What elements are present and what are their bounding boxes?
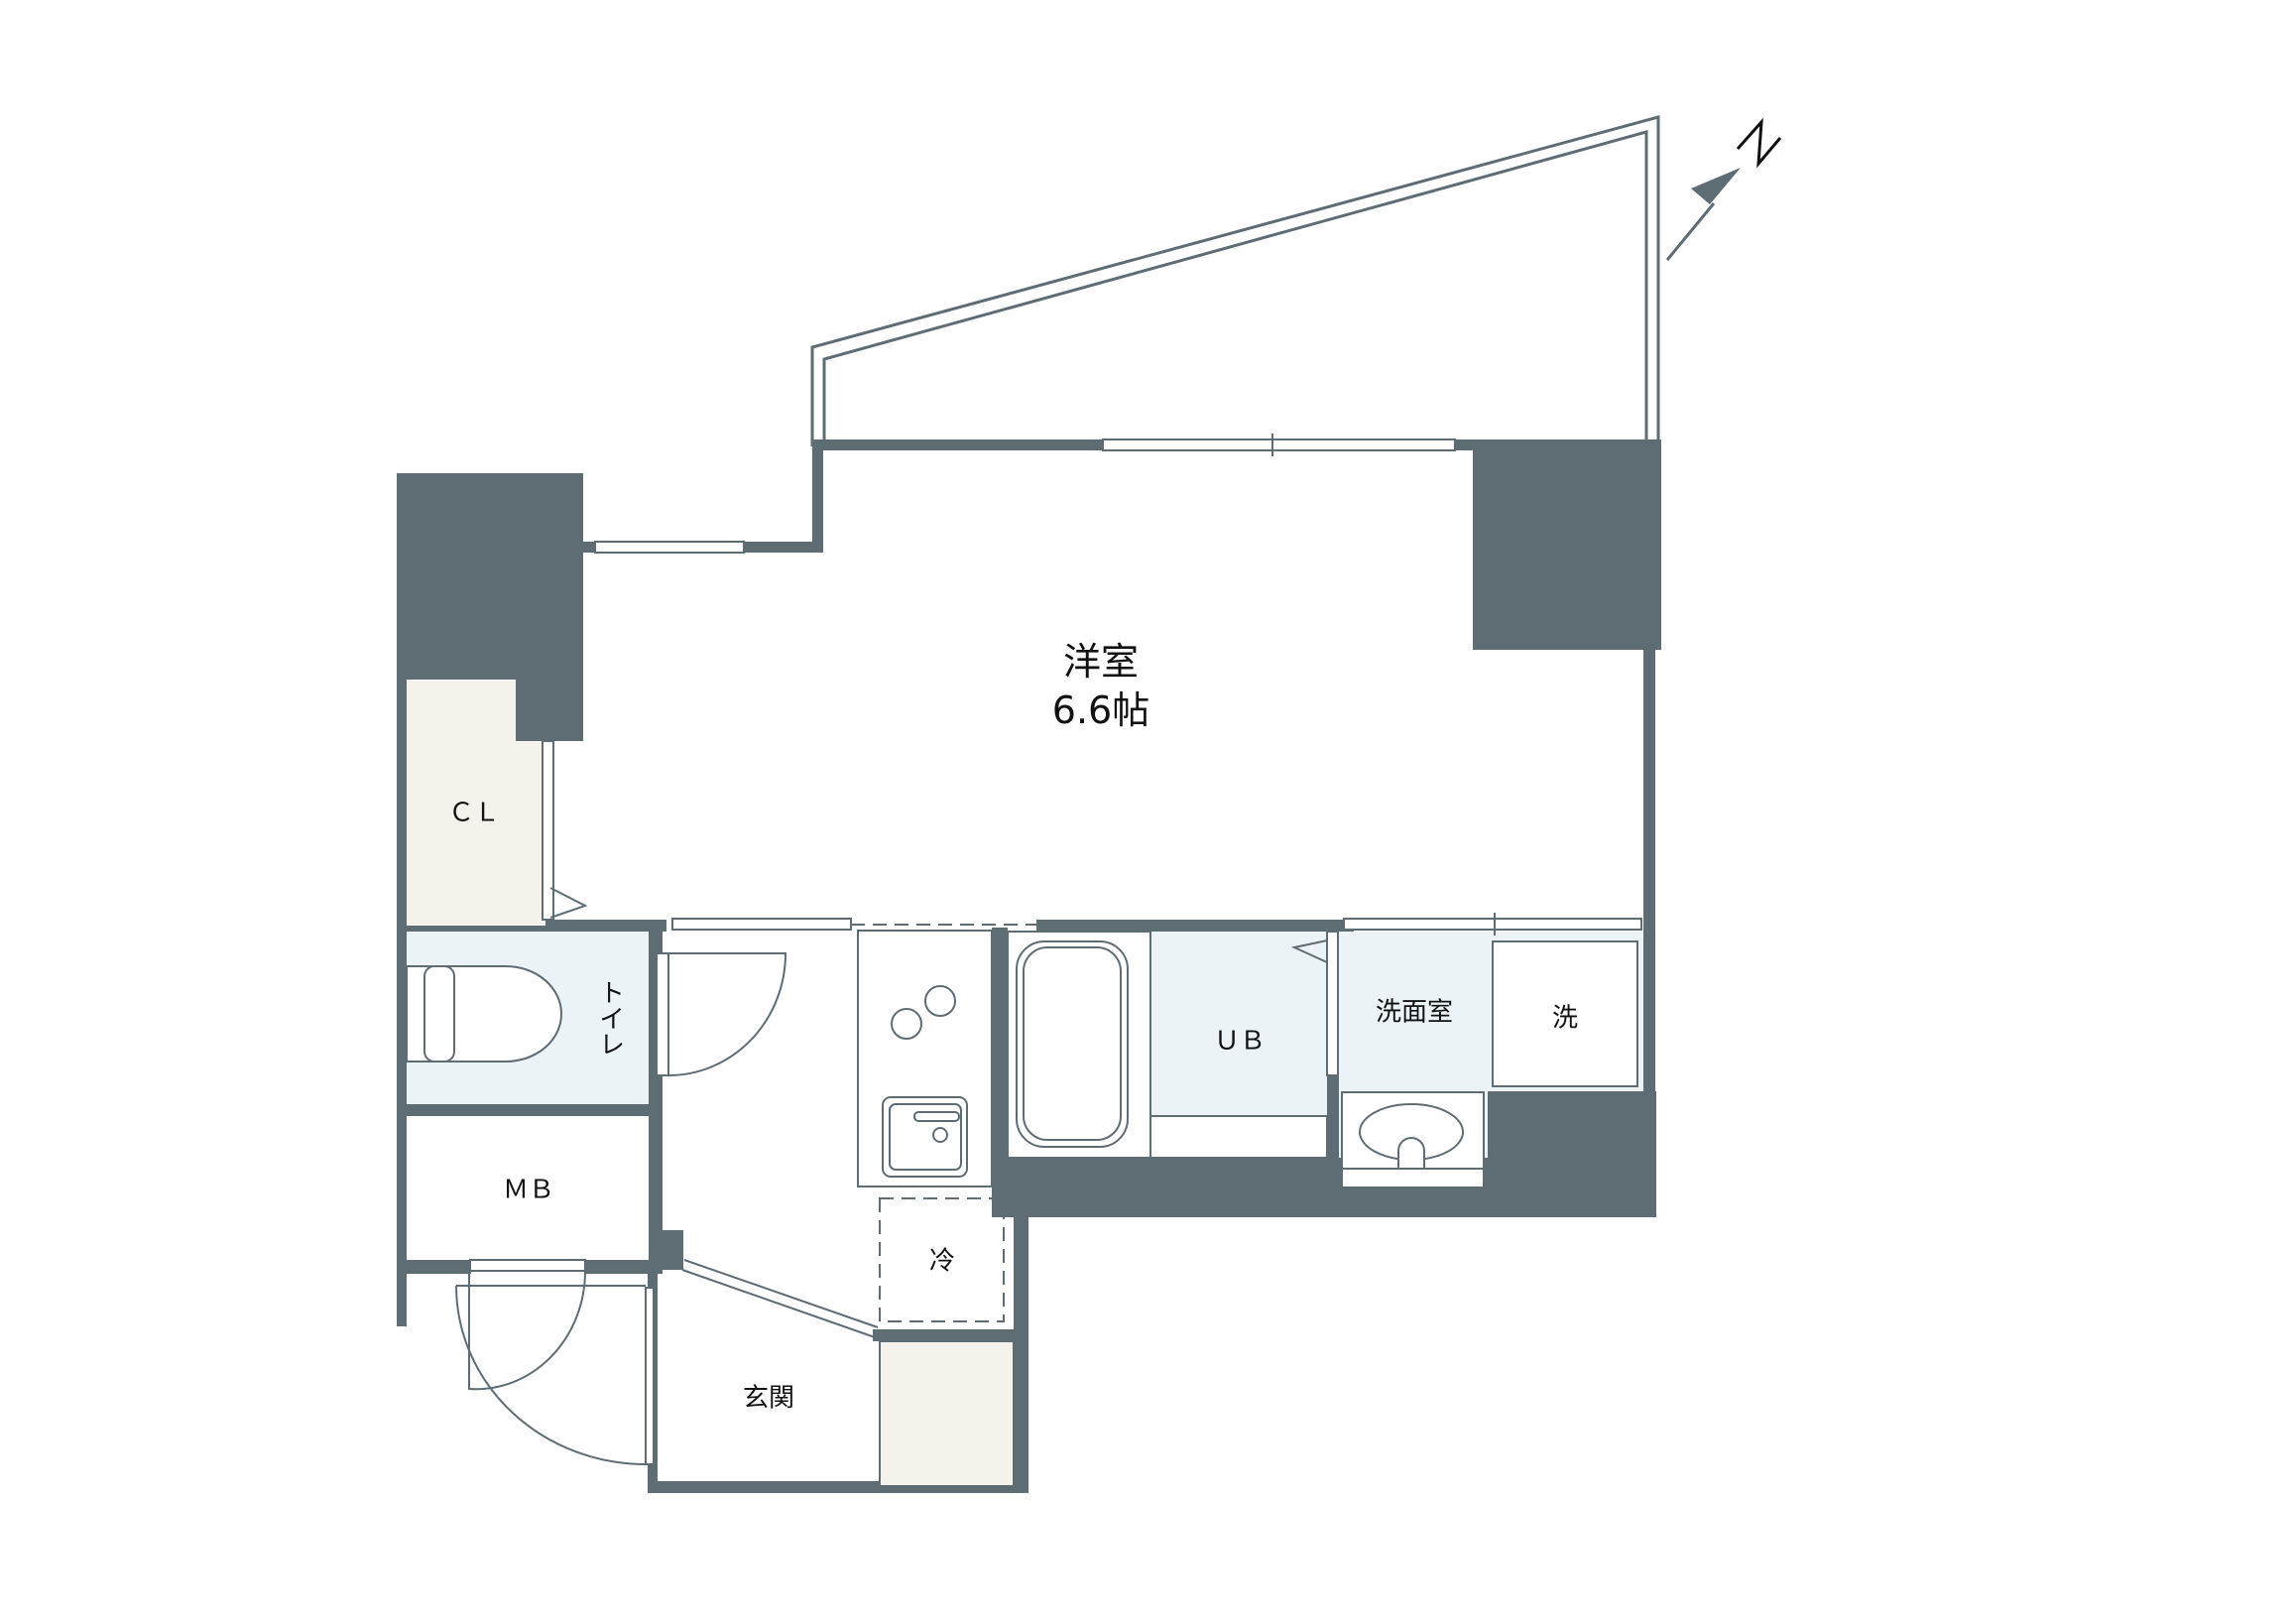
western-room-name: 洋室 bbox=[1062, 640, 1140, 685]
bathtub-icon bbox=[1016, 940, 1129, 1148]
stove-burner-icon bbox=[891, 1008, 922, 1040]
western-room-size: 6.6帖 bbox=[1051, 688, 1150, 733]
stove-burner-icon bbox=[924, 985, 956, 1017]
kitchen-counter bbox=[857, 930, 993, 1187]
north-arrow-icon bbox=[1665, 117, 1782, 261]
entrance-partition bbox=[681, 1259, 879, 1338]
toilet-label: トイレ bbox=[594, 979, 625, 1057]
washroom-label: 洗面室 bbox=[1375, 997, 1454, 1028]
washer-label: 洗 bbox=[1551, 1003, 1579, 1034]
fridge-label: 冷 bbox=[928, 1246, 956, 1277]
entrance-label: 玄関 bbox=[742, 1383, 795, 1414]
meter-box-floor bbox=[407, 1116, 649, 1260]
unit-bath-label: ＵＢ bbox=[1213, 1026, 1267, 1057]
balcony bbox=[810, 115, 1660, 446]
closet-label: ＣＬ bbox=[447, 798, 501, 828]
windows bbox=[594, 434, 1642, 936]
fridge-space bbox=[879, 1197, 1005, 1322]
washer-space bbox=[1492, 940, 1638, 1087]
toilet-icon bbox=[406, 965, 562, 1062]
wash-basin-icon bbox=[1341, 1091, 1485, 1188]
shoe-storage bbox=[879, 1340, 1015, 1487]
doors bbox=[455, 740, 1339, 1465]
meter-box-label: ＭＢ bbox=[502, 1175, 555, 1205]
unit-bath-floor bbox=[1150, 932, 1327, 1116]
